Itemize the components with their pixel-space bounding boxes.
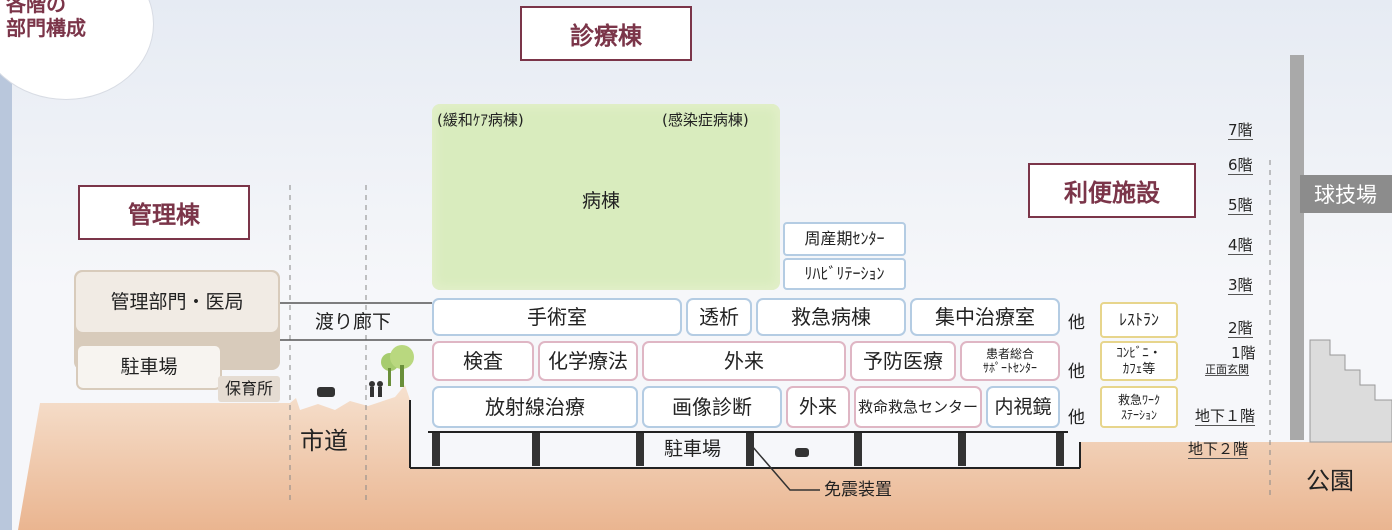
workstation-line2: ｽﾃｰｼｮﾝ	[1120, 407, 1157, 422]
rehabilitation: ﾘﾊﾋﾞﾘﾃｰｼｮﾝ	[783, 258, 906, 290]
convenience-line1: ｺﾝﾋﾞﾆ・	[1116, 345, 1162, 361]
main-entrance: 正面玄関	[1205, 363, 1249, 376]
workstation-line1: 救急ﾜｰｸ	[1117, 392, 1160, 407]
chemotherapy: 化学療法	[538, 341, 638, 381]
outpatient-b1: 外来	[786, 386, 850, 428]
clinical-building-label: 診療棟	[520, 6, 692, 61]
perinatal-center: 周産期ｾﾝﾀｰ	[783, 222, 906, 256]
corner-badge-line1: 各階の	[6, 0, 66, 16]
floor2-other: 他	[1068, 313, 1085, 333]
floor-3: 3階	[1228, 276, 1253, 295]
ward-label-center: 病棟	[582, 190, 621, 212]
basement-parking-label: 駐車場	[664, 438, 722, 460]
floor-5: 5階	[1228, 196, 1253, 215]
admin-building-label: 管理棟	[78, 185, 250, 240]
patient-support-center: 患者総合 ｻﾎﾟｰﾄｾﾝﾀｰ	[960, 341, 1060, 381]
floor-b1: 地下１階	[1195, 407, 1256, 426]
admin-dept: 管理部門・医局	[76, 272, 278, 332]
diagnostic-imaging: 画像診断	[642, 386, 782, 428]
floor1-other: 他	[1068, 362, 1085, 382]
preventive-medicine: 予防医療	[850, 341, 956, 381]
corner-badge-line2: 部門構成	[6, 16, 86, 40]
park-label: 公園	[1306, 467, 1354, 495]
emergency-ward: 救急病棟	[756, 298, 906, 336]
radiation-therapy: 放射線治療	[432, 386, 638, 428]
sports-field-label: 球技場	[1300, 175, 1392, 213]
city-road-label: 市道	[300, 427, 348, 455]
restaurant: ﾚｽﾄﾗﾝ	[1100, 302, 1178, 338]
outpatient-1f: 外来	[642, 341, 846, 381]
floor-4: 4階	[1228, 236, 1253, 255]
surgery-room: 手術室	[432, 298, 682, 336]
sports-field-text: 球技場	[1314, 183, 1377, 207]
floor-1: 1階	[1231, 344, 1256, 362]
emergency-center: 救命救急センター	[854, 386, 982, 428]
icu: 集中治療室	[910, 298, 1060, 336]
examination: 検査	[432, 341, 534, 381]
endoscopy: 内視鏡	[986, 386, 1060, 428]
seismic-isolation-label: 免震装置	[824, 480, 892, 500]
dialysis: 透析	[686, 298, 752, 336]
patient-support-line2: ｻﾎﾟｰﾄｾﾝﾀｰ	[982, 361, 1037, 375]
convenience-cafe: ｺﾝﾋﾞﾆ・ ｶﾌｪ等	[1100, 341, 1178, 381]
nursery: 保育所	[218, 376, 280, 402]
ward-block	[432, 104, 780, 290]
floor-2: 2階	[1228, 319, 1253, 338]
ward-label-palliative: (緩和ｹｱ病棟)	[437, 111, 524, 129]
left-accent-bar	[0, 0, 12, 530]
amenity-label: 利便施設	[1028, 163, 1196, 218]
floor-6: 6階	[1228, 156, 1253, 175]
floor-b2: 地下２階	[1188, 440, 1249, 459]
convenience-line2: ｶﾌｪ等	[1122, 361, 1156, 377]
ward-label-infection: (感染症病棟)	[662, 111, 749, 129]
floor-7: 7階	[1228, 121, 1253, 140]
admin-parking: 駐車場	[76, 344, 222, 390]
patient-support-line1: 患者総合	[985, 347, 1034, 361]
floorB1-other: 他	[1068, 408, 1085, 428]
emergency-workstation: 救急ﾜｰｸ ｽﾃｰｼｮﾝ	[1100, 386, 1178, 428]
corridor-label: 渡り廊下	[315, 311, 392, 333]
